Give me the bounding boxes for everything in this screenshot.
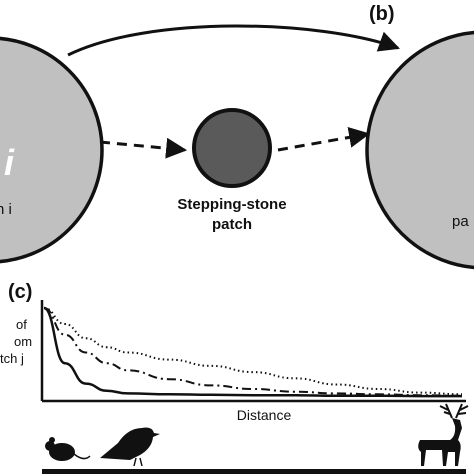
kernel-curves: [43, 306, 463, 398]
dashed-arrow-to-stone: [99, 137, 188, 159]
ylabel-line-1: of: [16, 317, 27, 332]
panel-b-label: (b): [369, 3, 395, 25]
kernel-curve-dotted: [43, 307, 463, 396]
stepping-stone-label-2: patch: [212, 216, 252, 233]
deer-icon: [418, 403, 469, 466]
left-patch-big-letter: i: [4, 142, 15, 183]
x-axis-label: Distance: [237, 407, 292, 423]
animal-row: [42, 403, 469, 474]
left-patch-circle: [0, 36, 104, 264]
stepping-stone-circle: [192, 108, 272, 188]
left-patch-caption: n i: [0, 201, 12, 218]
panel-c-label: (c): [8, 281, 32, 303]
stepping-stone-label-1: Stepping-stone: [177, 196, 286, 213]
panel-c: (c) of om tch j Distance: [0, 281, 466, 423]
mouse-icon: [45, 437, 91, 461]
right-patch-circle: [365, 30, 474, 270]
right-patch-caption: pa: [452, 213, 469, 230]
panel-b: (b) i n i pa Stepping-stone patch: [0, 3, 474, 270]
dashed-arrow-from-stone: [277, 126, 371, 152]
ylabel-line-3: tch j: [0, 351, 24, 366]
kernel-curve-solid: [43, 306, 462, 398]
bird-icon: [100, 427, 160, 467]
kernel-curve-dashdot: [43, 307, 463, 397]
ylabel-line-2: om: [14, 334, 32, 349]
distance-strip: [42, 469, 466, 474]
direct-dispersal-arrow: [67, 24, 400, 57]
